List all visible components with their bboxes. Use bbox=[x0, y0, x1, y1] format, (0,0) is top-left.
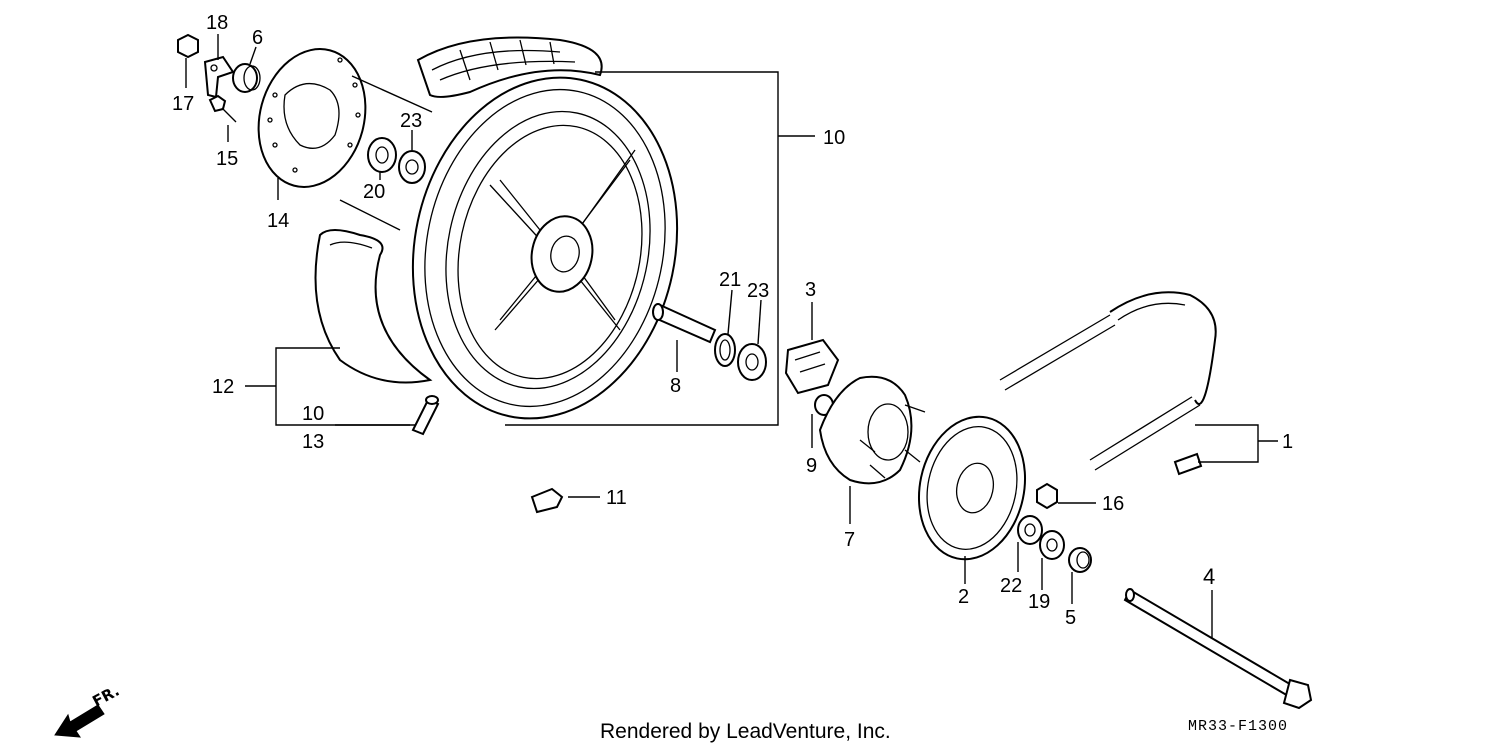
callout-20: 20 bbox=[363, 181, 385, 203]
callout-22: 22 bbox=[1000, 575, 1022, 597]
bearing-23-upper bbox=[398, 150, 426, 184]
callout-2: 2 bbox=[958, 586, 969, 608]
callout-3: 3 bbox=[805, 279, 816, 301]
wheel-rim bbox=[411, 76, 679, 420]
callout-4: 4 bbox=[1203, 564, 1215, 589]
bearing-20 bbox=[367, 137, 397, 173]
bracket-18 bbox=[203, 55, 235, 99]
brake-disc bbox=[257, 48, 367, 188]
callout-23-lower: 23 bbox=[747, 280, 769, 302]
callout-18: 18 bbox=[206, 12, 228, 34]
callout-8: 8 bbox=[670, 375, 681, 397]
callout-9: 9 bbox=[806, 455, 817, 477]
callout-19: 19 bbox=[1028, 591, 1050, 613]
callout-11: 11 bbox=[606, 487, 627, 509]
front-direction-marker: FR. bbox=[54, 682, 122, 738]
collar-8 bbox=[652, 303, 717, 344]
callout-7: 7 bbox=[844, 529, 855, 551]
bearing-23-lower bbox=[737, 343, 767, 381]
collar-6 bbox=[232, 63, 261, 93]
front-direction-label: FR. bbox=[89, 682, 122, 711]
collar-5 bbox=[1068, 547, 1092, 573]
axle-4 bbox=[1123, 588, 1313, 710]
tire-lower-section bbox=[314, 229, 433, 384]
driven-flange-7 bbox=[818, 375, 926, 485]
balance-weight-11 bbox=[530, 487, 564, 514]
bolt-15 bbox=[208, 94, 237, 123]
callout-21: 21 bbox=[719, 269, 741, 291]
damper-3 bbox=[784, 338, 840, 395]
callout-14: 14 bbox=[267, 210, 289, 232]
nut-16 bbox=[1036, 482, 1058, 510]
callout-15: 15 bbox=[216, 148, 238, 170]
seal-21 bbox=[714, 333, 736, 367]
callout-23-upper: 23 bbox=[400, 110, 422, 132]
callout-12: 12 bbox=[212, 376, 234, 398]
front-arrow-icon bbox=[54, 704, 105, 738]
tire-upper-section bbox=[416, 36, 603, 98]
seal-19 bbox=[1039, 530, 1065, 560]
callout-1: 1 bbox=[1282, 431, 1293, 453]
callout-10-bottom: 10 bbox=[302, 403, 324, 425]
nut-17 bbox=[177, 33, 199, 59]
sprocket-2 bbox=[917, 415, 1027, 561]
valve-stem bbox=[411, 395, 440, 436]
diagram-code: MR33-F1300 bbox=[1188, 718, 1288, 735]
callout-5: 5 bbox=[1065, 607, 1076, 629]
callout-13: 13 bbox=[302, 431, 324, 453]
callout-labels: 17 18 6 15 14 20 23 10 21 23 3 8 12 10 1… bbox=[172, 12, 1293, 629]
render-credit: Rendered by LeadVenture, Inc. bbox=[600, 720, 891, 743]
callout-17: 17 bbox=[172, 93, 194, 115]
callout-6: 6 bbox=[252, 27, 263, 49]
leader-lines bbox=[185, 34, 1278, 638]
callout-16: 16 bbox=[1102, 493, 1124, 515]
drive-chain bbox=[999, 291, 1217, 476]
bearing-22 bbox=[1017, 515, 1043, 545]
callout-10-top: 10 bbox=[823, 127, 845, 149]
